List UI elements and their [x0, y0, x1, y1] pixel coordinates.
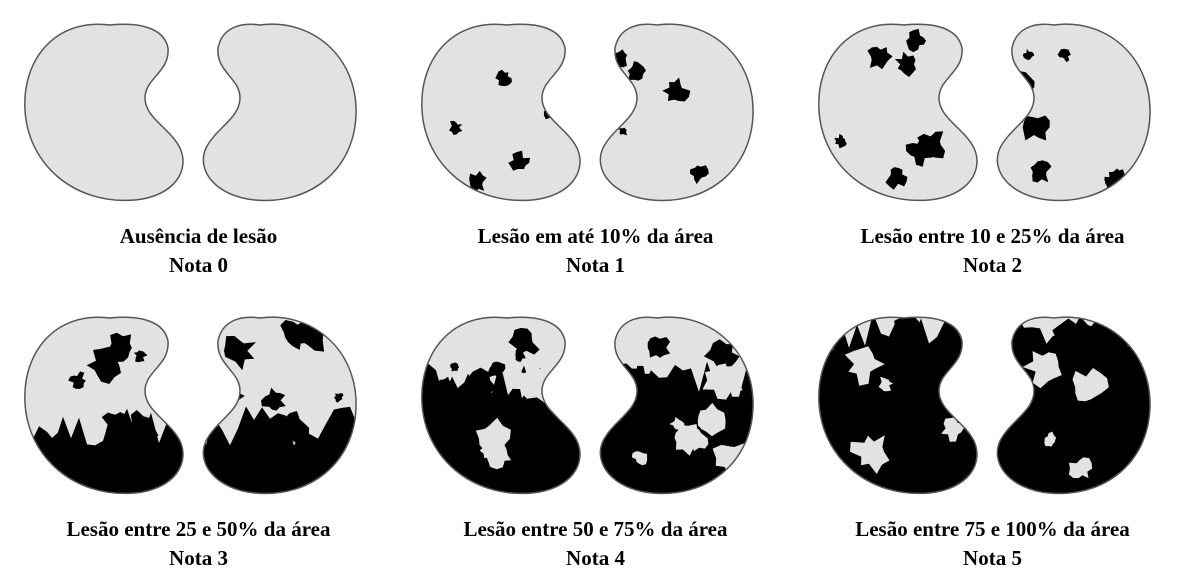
right-seed [996, 316, 1151, 495]
caption-score: Nota 2 [963, 253, 1022, 277]
seed-pair-nota-0 [24, 23, 357, 202]
seed-outline [599, 23, 754, 202]
caption-description: Lesão entre 75 e 100% da área [855, 517, 1130, 541]
left-seed [24, 316, 184, 495]
caption-description: Ausência de lesão [119, 224, 278, 248]
panel-nota-0: Ausência de lesão Nota 0 [0, 0, 397, 293]
panel-nota-4: Lesão entre 50 e 75% da área Nota 4 [397, 293, 794, 586]
seed-outline [599, 316, 754, 495]
caption-score: Nota 1 [566, 253, 625, 277]
seed-surface [421, 24, 580, 201]
right-seed [202, 316, 357, 495]
left-seed [421, 316, 581, 495]
seed-surface [24, 24, 183, 201]
left-seed [24, 23, 184, 202]
seed-pair-nota-3 [24, 316, 357, 495]
seed-outline [818, 316, 978, 495]
lesion-area [611, 49, 709, 185]
left-seed [818, 23, 978, 202]
panel-nota-5: Lesão entre 75 e 100% da área Nota 5 [794, 293, 1191, 586]
caption-description: Lesão em até 10% da área [477, 224, 714, 248]
seed-outline [996, 23, 1151, 202]
lesion-area [449, 69, 564, 193]
caption-nota-1: Lesão em até 10% da área Nota 1 [397, 222, 794, 280]
caption-description: Lesão entre 25 e 50% da área [66, 517, 331, 541]
panel-nota-3: Lesão entre 25 e 50% da área Nota 3 [0, 293, 397, 586]
panel-nota-1: Lesão em até 10% da área Nota 1 [397, 0, 794, 293]
seed-outline [24, 316, 184, 495]
left-seed [818, 316, 978, 495]
panel-nota-2: Lesão entre 10 e 25% da área Nota 2 [794, 0, 1191, 293]
caption-description: Lesão entre 50 e 75% da área [463, 517, 728, 541]
seed-pair-nota-1 [421, 23, 754, 202]
seed-outline [202, 316, 357, 495]
caption-description: Lesão entre 10 e 25% da área [860, 224, 1125, 248]
seed-outline [996, 316, 1151, 495]
right-seed [202, 23, 357, 202]
seed-surface [997, 24, 1151, 201]
lesion-area [834, 28, 946, 190]
seed-outline [24, 23, 184, 202]
seed-pair-nota-2 [818, 23, 1151, 202]
caption-score: Nota 0 [169, 253, 228, 277]
caption-nota-4: Lesão entre 50 e 75% da área Nota 4 [397, 515, 794, 573]
caption-score: Nota 4 [566, 546, 625, 570]
caption-nota-5: Lesão entre 75 e 100% da área Nota 5 [794, 515, 1191, 573]
right-seed [599, 23, 754, 202]
left-seed [421, 23, 581, 202]
caption-nota-0: Ausência de lesão Nota 0 [0, 222, 397, 280]
seed-outline [202, 23, 357, 202]
caption-nota-2: Lesão entre 10 e 25% da área Nota 2 [794, 222, 1191, 280]
seed-outline [421, 316, 581, 495]
right-seed [996, 23, 1151, 202]
seed-pair-nota-5 [818, 316, 1151, 495]
right-seed [599, 316, 754, 495]
seed-pair-nota-4 [421, 316, 754, 495]
seed-outline [818, 23, 978, 202]
caption-nota-3: Lesão entre 25 e 50% da área Nota 3 [0, 515, 397, 573]
caption-score: Nota 5 [963, 546, 1022, 570]
seed-outline [421, 23, 581, 202]
caption-score: Nota 3 [169, 546, 228, 570]
seed-surface [203, 24, 357, 201]
lesion-area [997, 317, 1151, 494]
